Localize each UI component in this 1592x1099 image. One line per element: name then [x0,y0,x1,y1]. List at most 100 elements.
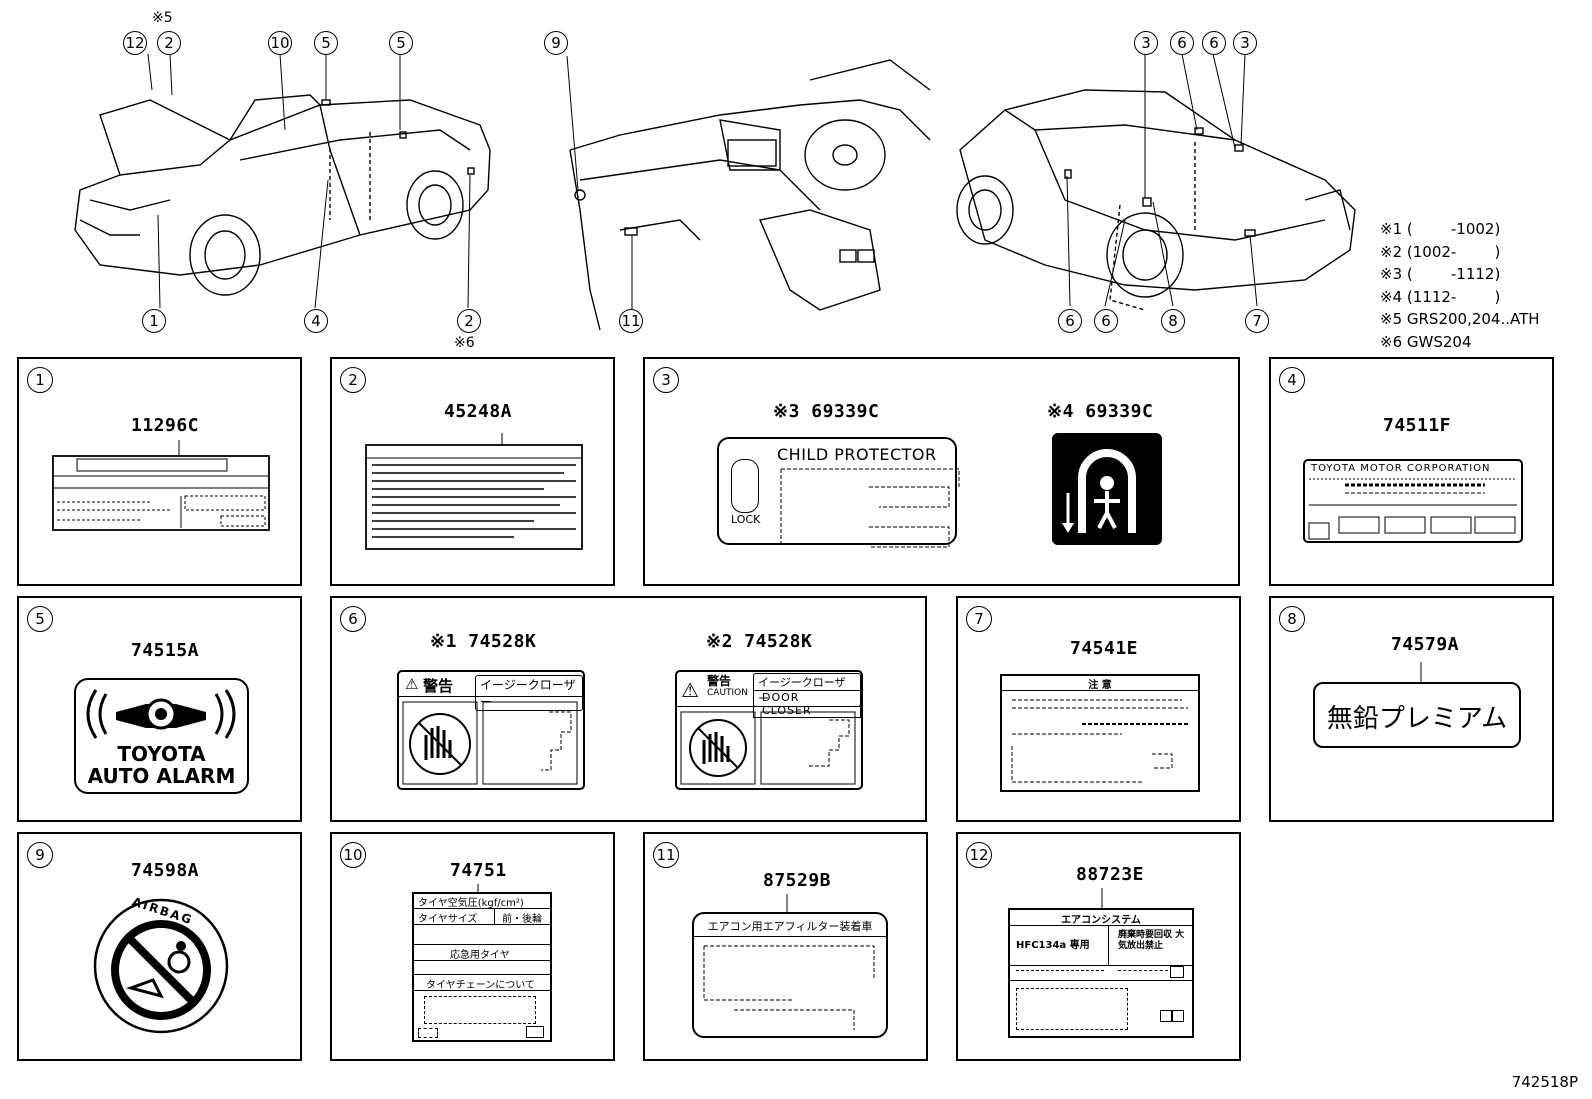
callout-3-b: 3 [1233,31,1257,55]
lock-icon [731,459,759,513]
panel-7: 7 74541E 注 意 [956,596,1241,822]
leader-line [1101,888,1103,908]
callout-3-a: 3 [1134,31,1158,55]
warn-text: 警告 [423,677,454,695]
row-spare-tire: 応急用タイヤ [450,950,510,961]
label-detail [780,468,960,548]
panel-number: 4 [1279,367,1305,393]
warning-icon: ⚠ [681,678,699,702]
part-code: 45248A [444,401,513,422]
panel-number: 7 [966,606,992,632]
child-protector-label: CHILD PROTECTOR LOCK [717,437,960,548]
door-closer-text: DOOR CLOSER [753,690,861,718]
callout-2-top: 2 [157,31,181,55]
panel-number: 11 [653,842,679,868]
callout-5-a: 5 [314,31,338,55]
lock-text: LOCK [731,513,761,526]
note-5: ※5 GRS200,204..ATH [1380,310,1540,328]
engine-label-drawing [52,440,270,531]
callout-2-bottom: 2 [457,309,481,333]
label-detail [1308,478,1517,540]
ac-system-title: エアコンシステム [1061,915,1141,926]
panel-9: 9 74598A AIRBAG [17,832,302,1061]
alarm-line1: TOYOTA [117,742,206,766]
panel-2: 2 45248A [330,357,615,586]
premium-fuel-label: 無鉛プレミアム [1313,682,1521,748]
caution-label-drawing [365,433,583,550]
tire-pressure-label: タイヤ空気圧(kgf/cm²) タイヤサイズ 前・後輪 応急用タイヤ タイヤチェ… [412,892,552,1042]
callout-12: 12 [123,31,147,55]
row-tire-pressure: タイヤ空気圧(kgf/cm²) [418,898,524,909]
ac-filter-text: エアコン用エアフィルター装着車 [707,920,873,933]
note-4: ※4 (1112- ) [1380,287,1501,306]
callout-10: 10 [268,31,292,55]
callout-note-5: ※5 [152,10,173,26]
callout-7: 7 [1245,309,1269,333]
part-code-b: ※4 69339C [1047,401,1154,422]
label-title: TOYOTA MOTOR CORPORATION [1311,463,1491,474]
door-closer-label-b: ⚠ 警告 CAUTION イージークローザー DOOR CLOSER [675,670,863,790]
panel-number: 10 [340,842,366,868]
part-code: 11296C [131,415,200,436]
row-tire-chain: タイヤチェーンについて [426,980,535,991]
callout-6-a: 6 [1170,31,1194,55]
ac-system-label: エアコンシステム HFC134a 専用 廃棄時要回収 大気放出禁止 [1008,908,1194,1038]
panel-12: 12 88723E エアコンシステム HFC134a 専用 廃棄時要回収 大気放… [956,832,1241,1061]
premium-fuel-text: 無鉛プレミアム [1326,704,1508,734]
note-1: ※1 ( -1002) [1380,220,1501,238]
ac-filter-label: エアコン用エアフィルター装着車 [692,912,888,1038]
part-code-a: ※1 74528K [430,631,537,652]
caution-text: CAUTION [707,688,748,698]
callout-6-c: 6 [1058,309,1082,333]
panel-1: 1 11296C [17,357,302,586]
child-icon [1062,449,1136,533]
front-car-drawing [74,53,491,309]
label-detail [1011,699,1188,783]
row-front-rear: 前・後輪 [502,914,542,925]
vin-plate-label: TOYOTA MOTOR CORPORATION [1303,459,1523,543]
callout-note-6: ※6 [454,335,475,351]
note-2: ※2 (1002- ) [1380,242,1501,261]
label-detail [703,945,875,1030]
auto-alarm-label: TOYOTA AUTO ALARM [74,678,249,794]
easy-closer-text: イージークローザー [475,675,583,711]
child-lock-icon-label [1052,433,1162,545]
figure-id: 742518P [1511,1073,1578,1091]
part-code-b: ※2 74528K [706,631,813,652]
panel-number: 8 [1279,606,1305,632]
door-closer-label-a: ⚠ 警告 イージークローザー [397,670,585,790]
hand-prohibit-icon [402,701,578,785]
leader-line [786,894,788,914]
label-title: 注 意 [1088,680,1112,691]
rear-car-drawing [956,53,1356,311]
panel-5: 5 74515A TOYOTA AUTO ALARM [17,596,302,822]
dashboard-drawing [566,55,931,331]
recover-text: 廃棄時要回収 大気放出禁止 [1118,930,1185,951]
panel-number: 5 [27,606,53,632]
callout-6-d: 6 [1094,309,1118,333]
panel-8: 8 74579A 無鉛プレミアム [1269,596,1554,822]
alarm-icon [86,689,236,739]
applicability-notes: ※1 ( -1002) ※2 (1002- ) ※3 ( -1112) ※4 (… [1380,218,1540,353]
hfc-text: HFC134a 専用 [1016,940,1090,951]
panel-number: 6 [340,606,366,632]
caution-tire-label: 注 意 [1000,674,1200,792]
part-code: 74598A [131,860,200,881]
callout-6-b: 6 [1202,31,1226,55]
callout-9: 9 [544,31,568,55]
panel-number: 9 [27,842,53,868]
part-code: 74511F [1383,415,1452,436]
part-code: 87529B [763,870,832,891]
airbag-off-icon [93,898,229,1034]
callout-8: 8 [1161,309,1185,333]
panel-6: 6 ※1 74528K ※2 74528K ⚠ 警告 イージークローザー ⚠ 警… [330,596,927,822]
note-6: ※6 GWS204 [1380,332,1472,351]
panel-4: 4 74511F TOYOTA MOTOR CORPORATION [1269,357,1554,586]
part-code: 74751 [450,860,507,881]
part-code: 74515A [131,640,200,661]
part-code: 74541E [1070,638,1139,659]
warning-icon: ⚠ [405,675,419,693]
panel-11: 11 87529B エアコン用エアフィルター装着車 [643,832,928,1061]
panel-number: 12 [966,842,992,868]
callout-4: 4 [304,309,328,333]
